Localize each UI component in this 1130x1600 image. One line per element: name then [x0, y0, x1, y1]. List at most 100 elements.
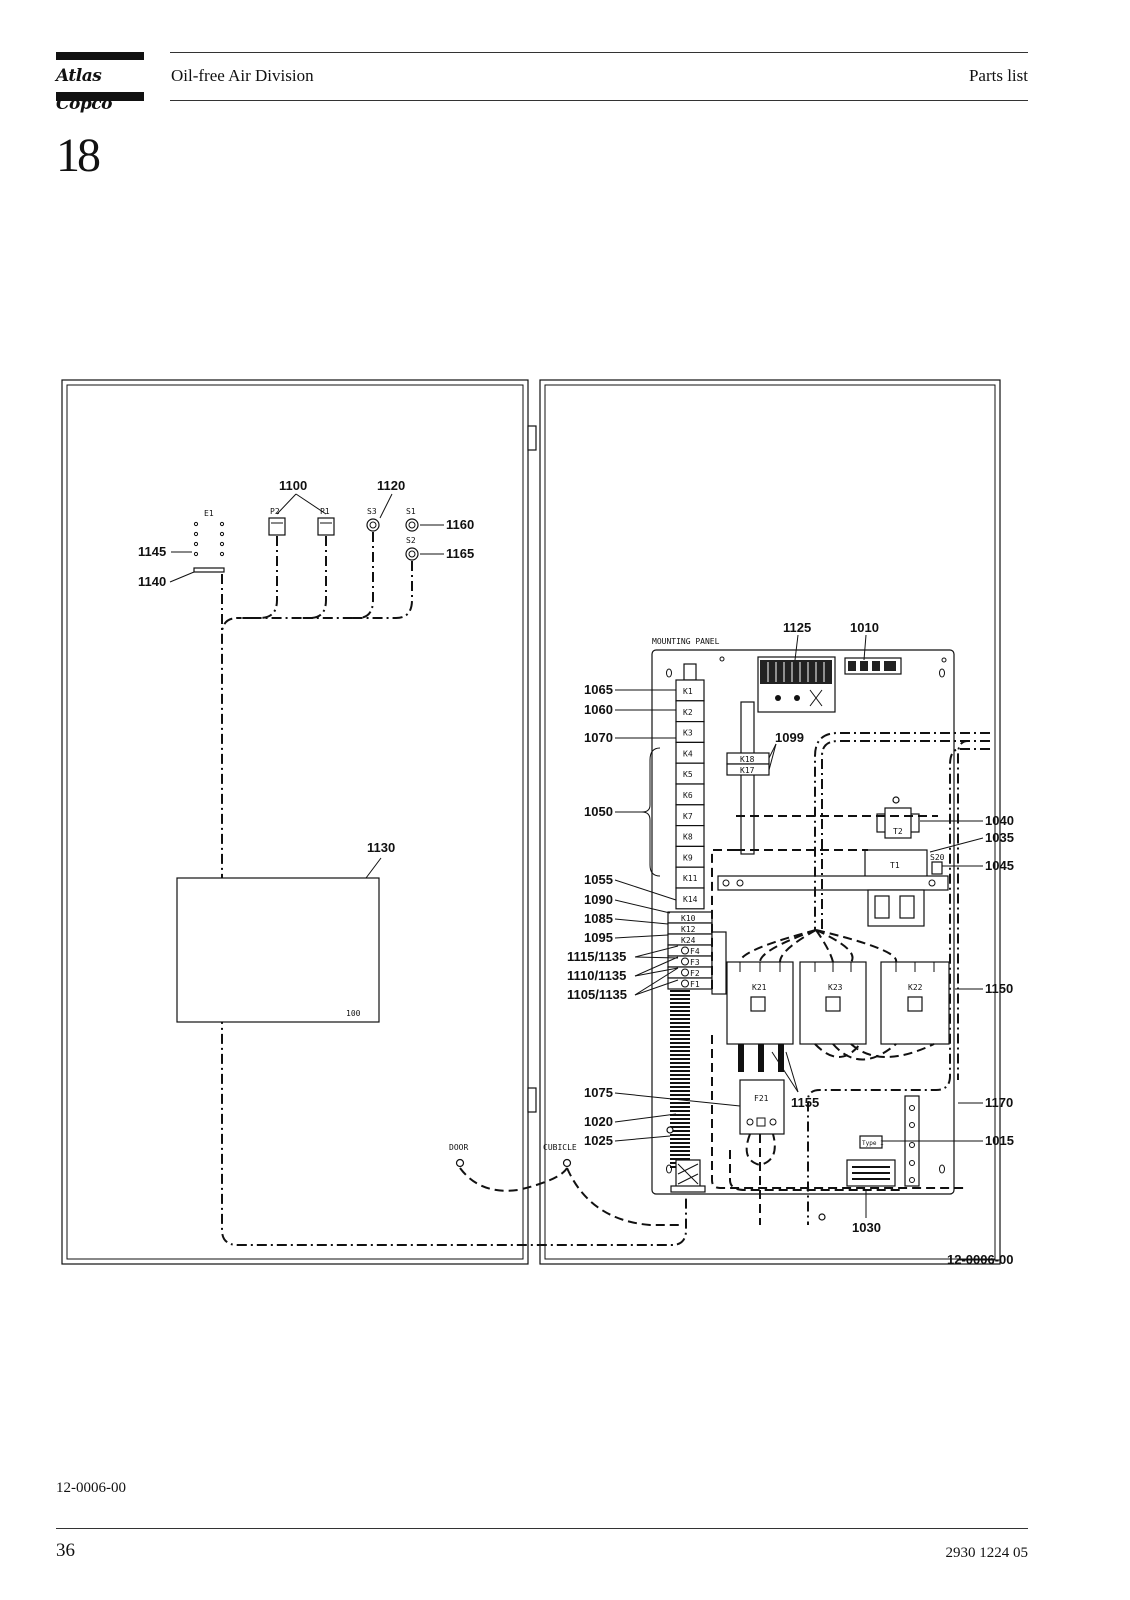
relay-label: K8 — [683, 833, 693, 842]
transformer-t1 — [864, 849, 928, 879]
relay-label: K12 — [681, 925, 696, 934]
callout-1095: 1095 — [584, 930, 613, 945]
callout-1155: 1155 — [791, 1095, 819, 1110]
division-name: Oil-free Air Division — [171, 66, 314, 85]
p1-label: P1 — [320, 507, 330, 516]
fuse-label: F1 — [690, 980, 700, 989]
s20-label: S20 — [930, 853, 945, 862]
callout-1070: 1070 — [584, 730, 613, 745]
callout-1100: 1100 — [279, 478, 307, 493]
p2-label: P2 — [270, 507, 280, 516]
relay-label: K4 — [683, 749, 693, 758]
door-wiring-harness — [221, 536, 687, 1246]
callout-1120: 1120 — [377, 478, 405, 493]
p2-gauge — [268, 517, 286, 536]
door-outline — [61, 379, 529, 1265]
callout-1150: 1150 — [985, 981, 1013, 996]
callout-1065: 1065 — [584, 682, 613, 697]
callout-1020: 1020 — [584, 1114, 613, 1129]
switch-s20 — [931, 861, 943, 875]
header-rule-bottom — [170, 100, 1028, 101]
header-rule-top — [170, 52, 1028, 53]
svg-text:K18: K18 — [740, 755, 755, 764]
relay-label: K6 — [683, 791, 693, 800]
s1-label: S1 — [406, 507, 416, 516]
relay-label: K11 — [683, 874, 698, 883]
callout-1075: 1075 — [584, 1085, 613, 1100]
relay-label: K14 — [683, 895, 698, 904]
e1-label: E1 — [204, 509, 214, 518]
relay-label: K10 — [681, 914, 696, 923]
svg-text:Type 1: Type 1 — [862, 1140, 884, 1147]
relay-k14 — [675, 887, 705, 910]
callout-1015: 1015 — [985, 1133, 1014, 1148]
relay-label: K24 — [681, 936, 696, 945]
relay-label: K1 — [683, 687, 693, 696]
callouts: 1100 1120 1160 1165 1145 1140 1130 1125 1010 1065… — [138, 478, 1014, 1267]
callout-1160: 1160 — [446, 517, 474, 532]
logo-bar-bottom — [56, 92, 144, 101]
hinge-bottom — [527, 1087, 537, 1113]
callout-1045: 1045 — [985, 858, 1014, 873]
fuse-label: F4 — [690, 947, 700, 956]
footer-rule — [56, 1528, 1028, 1529]
relay-label: K7 — [683, 812, 693, 821]
fuse-label: F2 — [690, 969, 700, 978]
callout-1085: 1085 — [584, 911, 613, 926]
contactor-k22 — [880, 961, 950, 1045]
logo-bar-top — [56, 52, 144, 60]
door-earth-point — [455, 1158, 465, 1168]
relay-label: K9 — [683, 853, 693, 862]
callout-1050: 1050 — [584, 804, 613, 819]
svg-text:F21: F21 — [754, 1094, 769, 1103]
page-number: 36 — [56, 1540, 75, 1561]
figure-id: 12-0006-00 — [56, 1480, 126, 1496]
callout-1145: 1145 — [138, 544, 166, 559]
section-number: 18 — [56, 129, 101, 182]
callout-1030: 1030 — [852, 1220, 881, 1235]
relay-label: K5 — [683, 770, 693, 779]
document-type: Parts list — [968, 66, 1028, 85]
e1-base — [193, 567, 225, 573]
contactor-k23 — [799, 961, 867, 1045]
callout-1099: 1099 — [775, 730, 804, 745]
s2-label: S2 — [406, 536, 416, 545]
leader-lines — [169, 493, 1000, 1261]
callout-1010: 1010 — [850, 620, 879, 635]
svg-text:K17: K17 — [740, 766, 755, 775]
s3-label: S3 — [367, 507, 377, 516]
document-number: 2930 1224 05 — [945, 1545, 1029, 1561]
terminal-block — [711, 931, 727, 995]
callout-1165: 1165 — [446, 546, 474, 561]
relay-label: K3 — [683, 729, 693, 738]
door-info-plate — [176, 877, 380, 1023]
door-plate-number: 100 — [346, 1009, 361, 1018]
door-inner-outline — [66, 384, 524, 1260]
svg-text:T1: T1 — [890, 861, 900, 870]
s1-switch — [405, 518, 419, 532]
callout-1040: 1040 — [985, 813, 1014, 828]
callout-1170: 1170 — [985, 1095, 1013, 1110]
svg-text:K23: K23 — [828, 983, 843, 992]
cubicle-inner-outline — [544, 384, 996, 1260]
earth-strap — [459, 1167, 568, 1192]
callout-1110: 1110/1135 — [567, 968, 626, 983]
panel-main-cable — [814, 732, 990, 930]
callout-1130: 1130 — [367, 840, 395, 855]
e1-lamp-holes — [193, 521, 225, 557]
fuse-f21 — [739, 1079, 785, 1135]
vertical-rail — [740, 701, 755, 855]
callout-1125: 1125 — [783, 620, 811, 635]
callout-1060: 1060 — [584, 702, 613, 717]
din-rail-horizontal — [717, 875, 949, 891]
callout-1035: 1035 — [985, 830, 1014, 845]
s3-switch — [366, 518, 380, 532]
svg-text:K21: K21 — [752, 983, 767, 992]
callout-1140: 1140 — [138, 574, 166, 589]
svg-text:T2: T2 — [893, 827, 903, 836]
callout-1090: 1090 — [584, 892, 613, 907]
din-rail-vertical — [683, 663, 697, 681]
callout-1105: 1105/1135 — [567, 987, 627, 1002]
